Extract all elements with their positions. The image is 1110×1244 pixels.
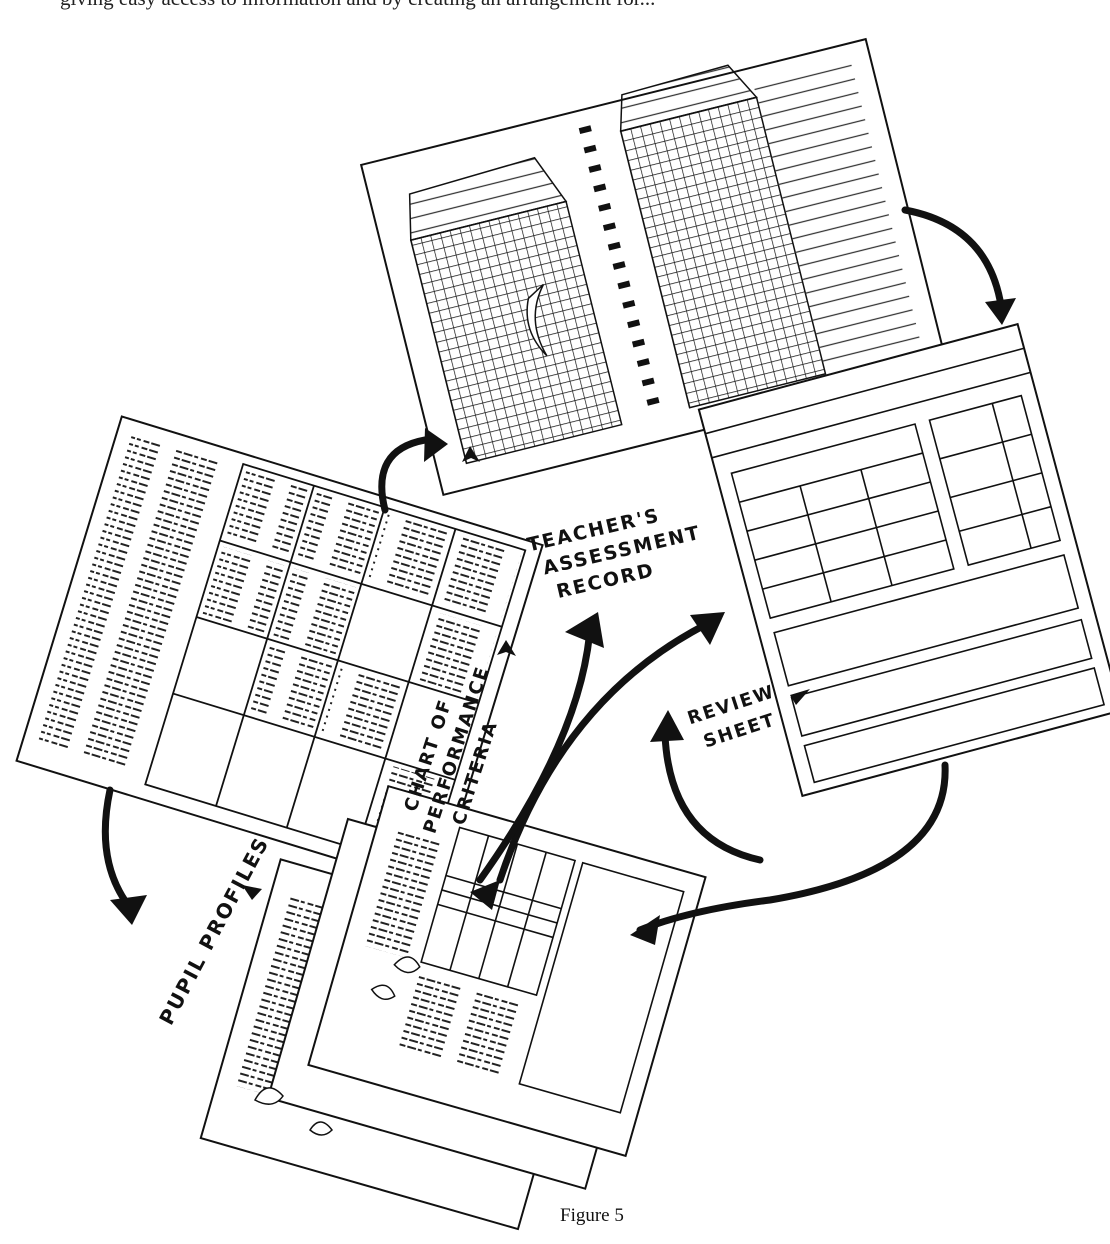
label-teachers-assessment-record: TEACHER'S ASSESSMENT RECORD xyxy=(525,504,703,603)
arrow-profiles-to-review xyxy=(661,731,764,864)
chart-of-performance-criteria-document xyxy=(15,415,544,891)
arrow-heads xyxy=(110,298,1016,945)
arrow-chart-to-record xyxy=(378,436,429,514)
arrow-review-to-profiles xyxy=(636,761,949,934)
teachers-assessment-record-document xyxy=(359,37,950,497)
figure-caption: Figure 5 xyxy=(560,1205,624,1226)
arrow-review-record xyxy=(496,621,709,884)
pupil-profiles-documents xyxy=(199,784,707,1231)
arrow-chart-to-profiles xyxy=(101,786,132,909)
arrow-profiles-chart xyxy=(476,626,594,884)
intro-text: giving easy access to information and by… xyxy=(60,0,1060,12)
flow-arrows xyxy=(101,206,1004,934)
arrow-record-to-review xyxy=(901,206,1004,304)
review-sheet-document xyxy=(697,322,1110,798)
label-review-sheet: REVIEW SHEET xyxy=(685,681,779,752)
